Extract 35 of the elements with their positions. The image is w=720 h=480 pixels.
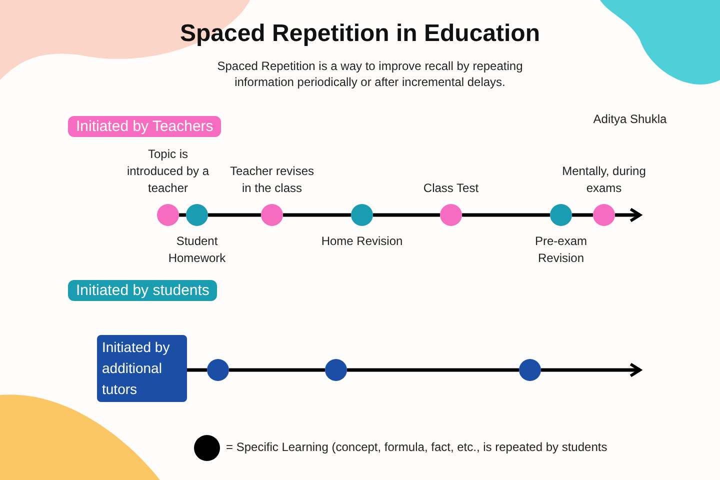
timeline-arrow <box>541 362 642 378</box>
dot-caption: Pre-exam Revision <box>534 233 588 267</box>
timeline-dot <box>207 359 229 381</box>
category-box: Initiated by additional tutors <box>97 335 187 402</box>
category-tag: Initiated by students <box>68 280 218 301</box>
subtitle: Spaced Repetition is a way to improve recall by repeating information periodically or after incremental delays. <box>216 58 524 90</box>
timeline-dot <box>157 204 179 226</box>
timeline-arrow <box>615 208 642 222</box>
timeline-line <box>283 213 351 217</box>
timeline-dot <box>550 204 572 226</box>
timeline-line <box>347 368 519 372</box>
timeline-dot <box>261 204 283 226</box>
timeline-line <box>229 368 325 372</box>
timeline-dot <box>519 359 541 381</box>
timeline-line <box>179 213 186 217</box>
dot-caption: Mentally, during exams <box>561 163 647 197</box>
timeline-dot <box>325 359 347 381</box>
title: Spaced Repetition in Education <box>178 20 542 48</box>
timeline-line <box>208 213 261 217</box>
category-tag: Initiated by Teachers <box>68 116 222 137</box>
dot-caption: Student Homework <box>167 233 227 267</box>
legend-text: = Specific Learning (concept, formula, fact, etc., is repeated by students <box>226 440 608 454</box>
dot-caption: Topic is introduced by a teacher <box>126 146 210 197</box>
timeline-dot <box>351 204 373 226</box>
timeline-dot <box>186 204 208 226</box>
author-name: Aditya Shukla <box>592 112 668 126</box>
timeline-line <box>572 213 593 217</box>
timeline-dot <box>440 204 462 226</box>
timeline-line <box>462 213 550 217</box>
dot-caption: Class Test <box>422 180 480 197</box>
timeline-dot <box>593 204 615 226</box>
dot-caption: Teacher revises in the class <box>228 163 316 197</box>
timeline-line <box>187 368 207 372</box>
timeline-line <box>373 213 440 217</box>
dot-caption: Home Revision <box>320 233 404 250</box>
